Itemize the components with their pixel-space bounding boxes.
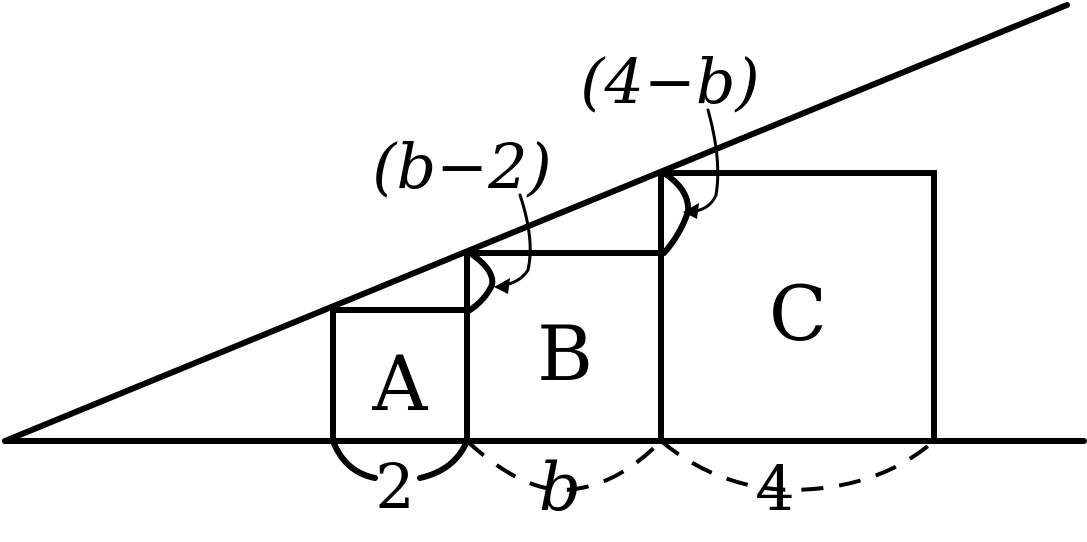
angle-arc-c xyxy=(661,170,692,256)
brace-b xyxy=(465,439,663,493)
brace-4 xyxy=(659,439,936,493)
slanted-line xyxy=(2,2,1070,444)
square-b-label: B xyxy=(537,309,593,398)
brace-2-left xyxy=(330,438,378,481)
leader-b-minus-2 xyxy=(498,193,532,288)
square-c xyxy=(658,170,937,444)
arrowhead-b-minus-2 xyxy=(494,278,510,294)
square-a-label: A xyxy=(372,339,429,428)
angle-arc-b xyxy=(467,250,496,313)
bottom-label-4: 4 xyxy=(755,452,794,525)
bottom-label-2: 2 xyxy=(375,450,414,523)
square-b xyxy=(464,250,664,444)
arrowhead-4-minus-b xyxy=(683,203,699,219)
label-b-minus-2: (b−2) xyxy=(372,130,551,203)
square-c-label: C xyxy=(769,269,827,358)
brace-2-right xyxy=(417,438,470,481)
label-4-minus-b: (4−b) xyxy=(580,45,759,118)
bottom-label-b: b xyxy=(539,449,581,526)
leader-4-minus-b xyxy=(688,108,720,214)
square-a xyxy=(330,307,470,444)
